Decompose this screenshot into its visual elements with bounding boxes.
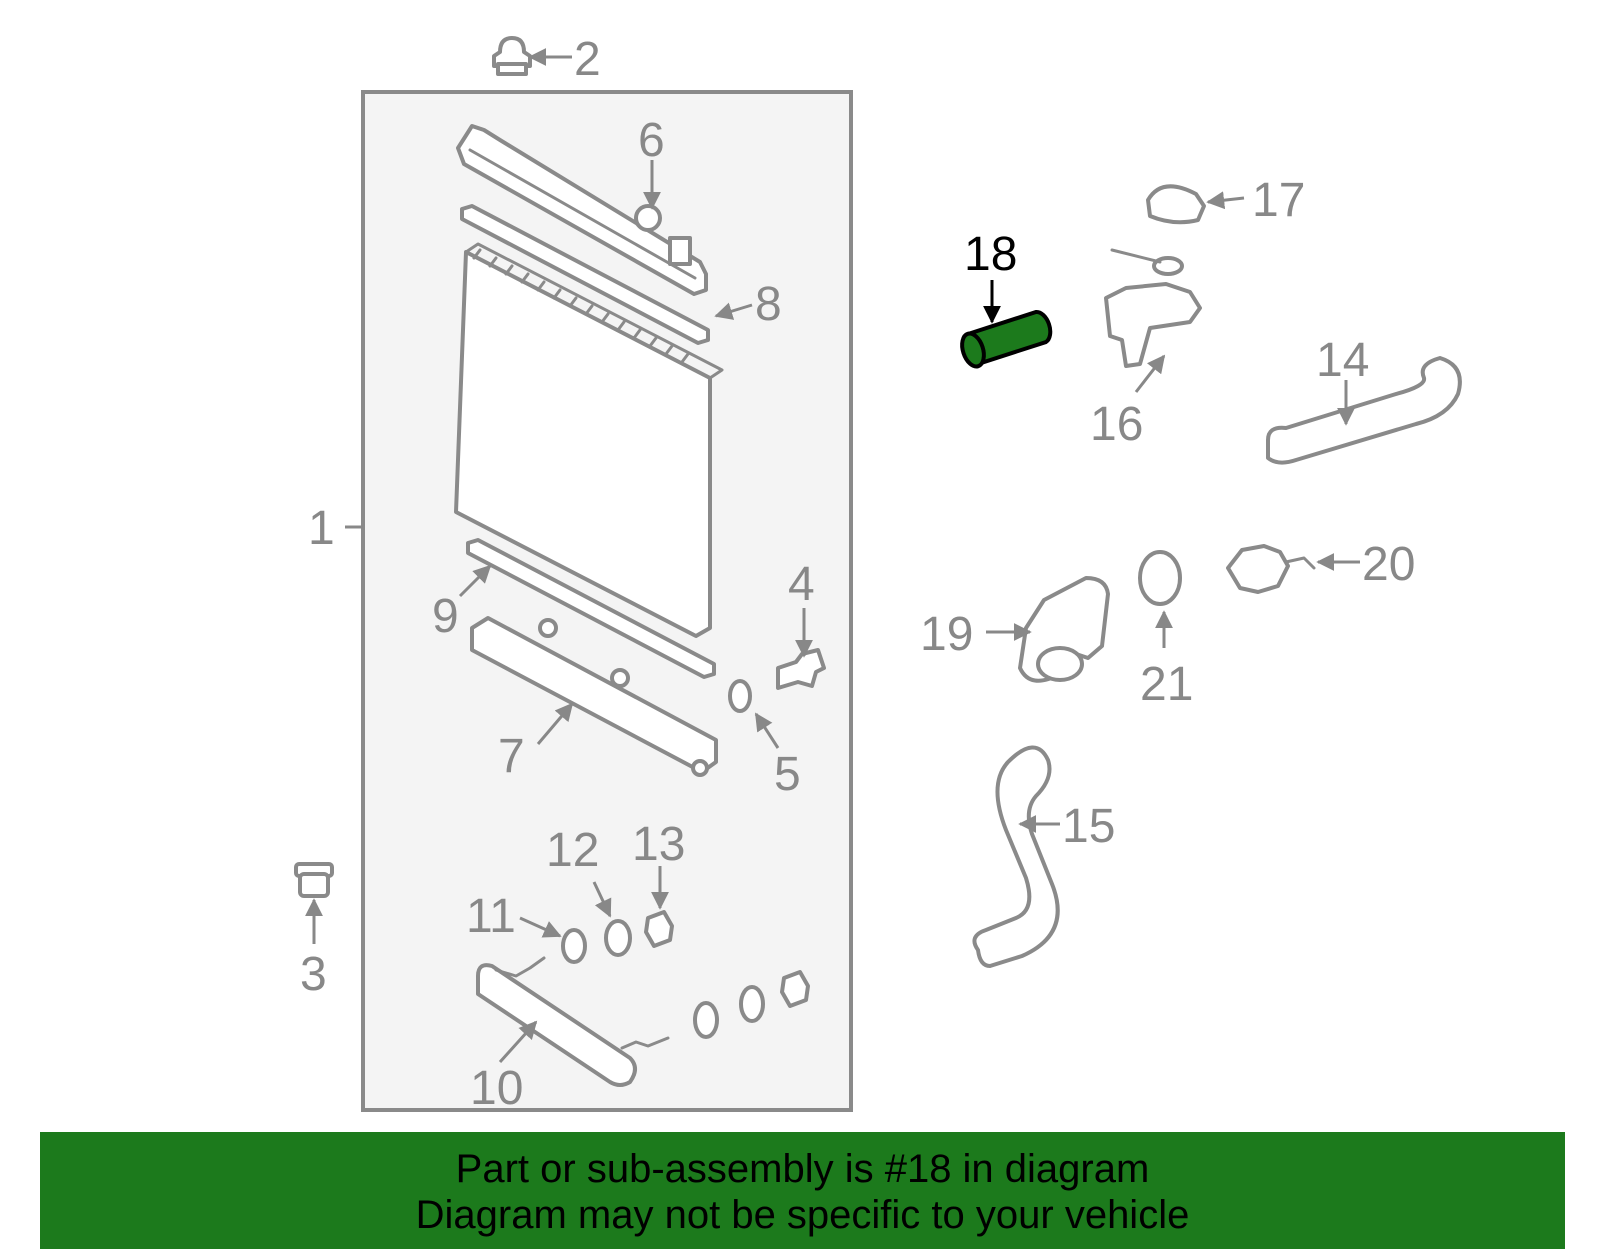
- part-16-filler-neck[interactable]: [1104, 248, 1202, 368]
- callout-8: 8: [755, 278, 782, 331]
- callout-17: 17: [1252, 174, 1305, 227]
- part-2-cap[interactable]: [492, 36, 532, 76]
- callout-20: 20: [1362, 538, 1415, 591]
- callout-13: 13: [632, 818, 685, 871]
- callout-3: 3: [300, 948, 327, 1001]
- banner-line-1: Part or sub-assembly is #18 in diagram: [455, 1147, 1150, 1191]
- part-15-hose[interactable]: [972, 745, 1060, 968]
- leader-16: [1134, 354, 1166, 393]
- part-4-drain-cock[interactable]: [776, 648, 826, 690]
- part-18-hose[interactable]: [958, 310, 1053, 369]
- leader-12: [592, 881, 612, 918]
- part-5-washer[interactable]: [728, 679, 752, 713]
- callout-7: 7: [498, 730, 525, 783]
- part-3-cushion[interactable]: [294, 862, 334, 898]
- washer: [693, 1001, 719, 1039]
- callout-4: 4: [788, 558, 815, 611]
- part-11-washer[interactable]: [561, 928, 587, 964]
- part-10-oil-cooler-pipe[interactable]: [476, 956, 670, 1087]
- leader-7: [536, 702, 574, 745]
- part-7-lower-tank[interactable]: [470, 616, 718, 777]
- part-9-gasket[interactable]: [466, 538, 716, 679]
- leader-5: [754, 712, 780, 749]
- callout-1: 1: [308, 502, 335, 555]
- washer: [739, 985, 765, 1023]
- radiator-core[interactable]: [454, 242, 724, 638]
- callout-2: 2: [574, 33, 601, 86]
- leader-9: [458, 564, 492, 598]
- callout-19: 19: [920, 608, 973, 661]
- leader-8: [714, 302, 753, 320]
- part-20-thermostat[interactable]: [1226, 544, 1316, 594]
- callout-12: 12: [546, 824, 599, 877]
- callout-11: 11: [466, 890, 516, 943]
- part-21-gasket[interactable]: [1138, 550, 1182, 606]
- leader-11: [519, 916, 562, 938]
- part-19-water-inlet[interactable]: [1018, 576, 1110, 683]
- part-12-washer[interactable]: [604, 919, 632, 957]
- nut: [780, 970, 810, 1008]
- part-6-upper-tank[interactable]: [456, 124, 708, 296]
- callout-18: 18: [964, 228, 1017, 281]
- part-13-nut[interactable]: [644, 910, 674, 948]
- part-8-gasket[interactable]: [460, 204, 710, 345]
- callout-6: 6: [638, 114, 665, 167]
- part-17-cap[interactable]: [1146, 184, 1206, 225]
- info-banner: Part or sub-assembly is #18 in diagram D…: [40, 1132, 1565, 1249]
- leader-17: [1206, 191, 1245, 210]
- callout-14: 14: [1316, 334, 1369, 387]
- banner-line-2: Diagram may not be specific to your vehi…: [415, 1193, 1190, 1237]
- callout-21: 21: [1140, 658, 1193, 711]
- callout-10: 10: [470, 1062, 523, 1115]
- leader-10: [498, 1020, 538, 1064]
- callout-15: 15: [1062, 800, 1115, 853]
- callout-5: 5: [774, 748, 801, 801]
- callout-16: 16: [1090, 398, 1143, 451]
- callout-9: 9: [432, 590, 459, 643]
